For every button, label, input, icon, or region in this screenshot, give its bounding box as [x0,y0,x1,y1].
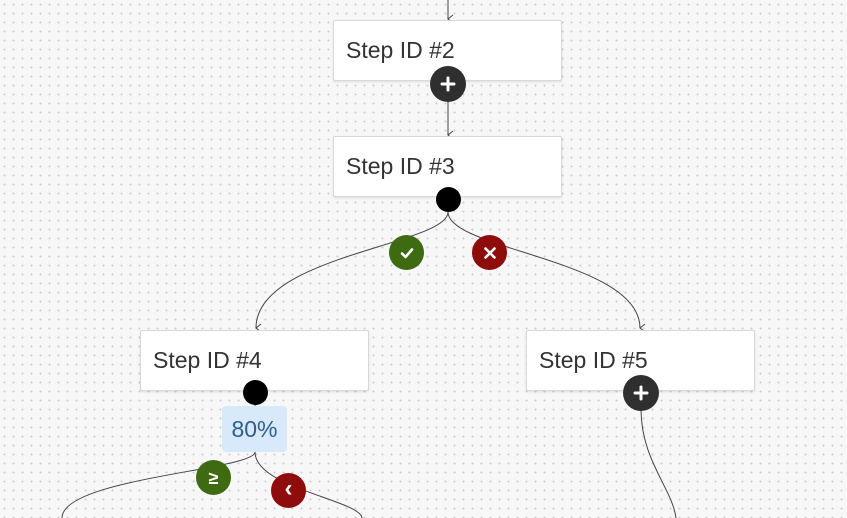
checkmark-icon [400,247,413,258]
greater-equal-icon: ≥ [208,467,219,488]
less-than-icon: ‹ [284,475,293,502]
step-label: Step ID #2 [346,37,455,63]
step-label: Step ID #4 [153,347,262,373]
cross-icon [483,246,496,259]
plus-icon [633,385,649,401]
greater-equal-branch-button[interactable]: ≥ [196,460,231,495]
yes-branch-button[interactable] [389,235,424,270]
step-card-3[interactable]: Step ID #3 [333,136,562,197]
branch-point[interactable] [436,187,461,212]
branch-point[interactable] [243,380,268,405]
edge-step-3-no [447,211,646,333]
less-than-branch-button[interactable]: ‹ [271,473,306,508]
add-step-button[interactable] [430,66,466,102]
plus-icon [440,76,456,92]
add-step-button[interactable] [623,375,659,411]
condition-badge[interactable]: 80% [222,406,287,452]
step-label: Step ID #5 [539,347,648,373]
step-card-5[interactable]: Step ID #5 [526,330,755,391]
no-branch-button[interactable] [472,235,507,270]
edge-step-3-yes [255,211,449,333]
edge-step-5-out [640,408,677,518]
edge-step-4-less-than [254,451,363,518]
step-label: Step ID #3 [346,153,455,179]
edge-step-4-greater-equal [61,451,256,518]
